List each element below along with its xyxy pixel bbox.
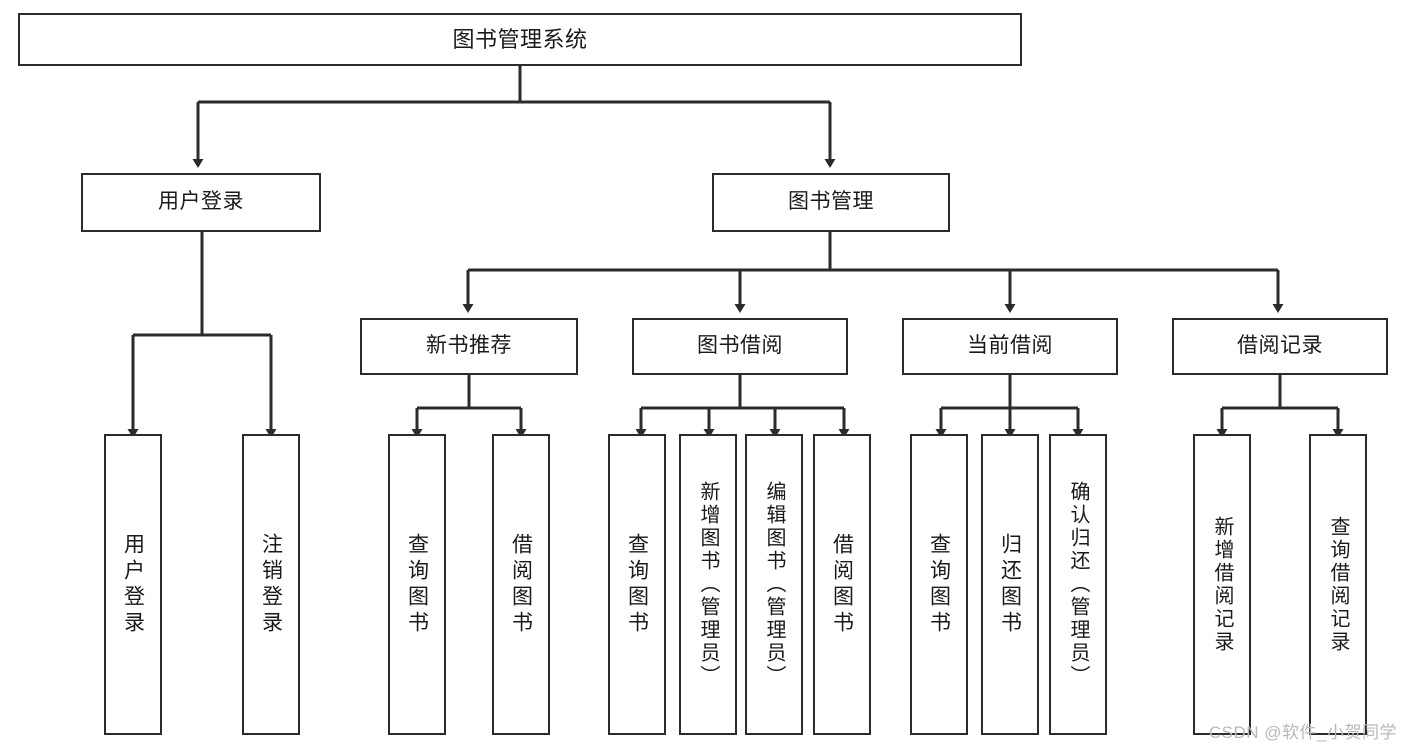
leaf-recommend-query-book[interactable]: 查询图书 xyxy=(388,434,446,735)
node-label: 借阅记录 xyxy=(1237,334,1323,358)
node-label: 用户登录 xyxy=(121,532,145,637)
leaf-recommend-borrow-book[interactable]: 借阅图书 xyxy=(492,434,550,735)
node-label: 新增借阅记录 xyxy=(1211,515,1233,654)
node-user-login[interactable]: 用户登录 xyxy=(81,173,321,232)
leaf-user-login-logout[interactable]: 注销登录 xyxy=(242,434,300,735)
node-borrow-record[interactable]: 借阅记录 xyxy=(1172,318,1388,375)
node-label: 确认归还（管理员） xyxy=(1067,481,1089,688)
leaf-record-query-record[interactable]: 查询借阅记录 xyxy=(1309,434,1367,735)
node-label: 图书管理系统 xyxy=(452,26,588,52)
node-current-borrow[interactable]: 当前借阅 xyxy=(902,318,1118,375)
node-label: 查询借阅记录 xyxy=(1327,515,1349,654)
node-label: 当前借阅 xyxy=(967,334,1053,358)
leaf-current-return-book[interactable]: 归还图书 xyxy=(981,434,1039,735)
node-root[interactable]: 图书管理系统 xyxy=(18,13,1022,66)
leaf-borrow-query-book[interactable]: 查询图书 xyxy=(608,434,666,735)
node-label: 新增图书（管理员） xyxy=(697,481,719,688)
node-label: 编辑图书（管理员） xyxy=(763,481,785,688)
node-label: 归还图书 xyxy=(998,532,1022,637)
node-label: 借阅图书 xyxy=(830,532,854,637)
node-label: 用户登录 xyxy=(158,190,244,214)
leaf-borrow-edit-book-admin[interactable]: 编辑图书（管理员） xyxy=(745,434,803,735)
node-label: 查询图书 xyxy=(927,532,951,637)
node-label: 图书借阅 xyxy=(697,334,783,358)
leaf-current-confirm-return-admin[interactable]: 确认归还（管理员） xyxy=(1049,434,1107,735)
node-label: 借阅图书 xyxy=(509,532,533,637)
leaf-record-add-record[interactable]: 新增借阅记录 xyxy=(1193,434,1251,735)
leaf-borrow-borrow-book[interactable]: 借阅图书 xyxy=(813,434,871,735)
watermark: CSDN @软件_小贺同学 xyxy=(1208,723,1397,742)
node-book-management[interactable]: 图书管理 xyxy=(712,173,950,232)
node-book-borrow[interactable]: 图书借阅 xyxy=(632,318,848,375)
node-label: 查询图书 xyxy=(625,532,649,637)
leaf-user-login-login[interactable]: 用户登录 xyxy=(104,434,162,735)
node-label: 查询图书 xyxy=(405,532,429,637)
node-label: 新书推荐 xyxy=(426,334,512,358)
leaf-borrow-add-book-admin[interactable]: 新增图书（管理员） xyxy=(679,434,737,735)
node-label: 图书管理 xyxy=(788,190,874,214)
leaf-current-query-book[interactable]: 查询图书 xyxy=(910,434,968,735)
node-label: 注销登录 xyxy=(259,532,283,637)
node-new-book-recommend[interactable]: 新书推荐 xyxy=(360,318,578,375)
